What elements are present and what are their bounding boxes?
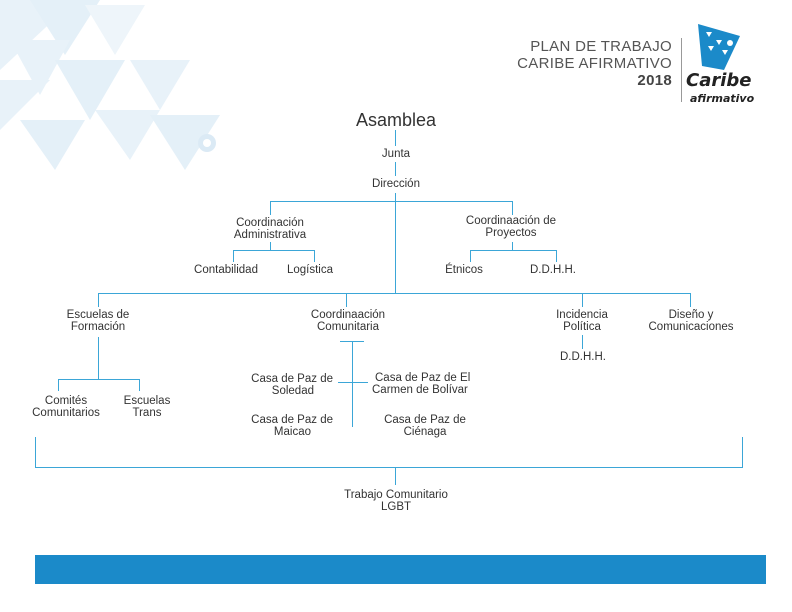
cienaga-line1: Casa de Paz de xyxy=(384,414,466,426)
line-bracket-bottom xyxy=(35,467,743,468)
soledad-line2: Soledad xyxy=(271,385,314,397)
node-comites-comunitarios: Comités Comunitarios xyxy=(32,395,100,419)
line-incidencia-down xyxy=(582,335,583,349)
line-casas-bar xyxy=(338,382,368,383)
carmen-line2: Carmen de Bolívar xyxy=(372,384,468,396)
line-asamblea-junta xyxy=(395,130,396,146)
line-to-coord-proyectos xyxy=(512,201,513,215)
node-logistica: Logística xyxy=(286,264,334,276)
node-contabilidad: Contabilidad xyxy=(194,264,258,276)
line-escuelas-bar xyxy=(58,379,140,380)
node-junta: Junta xyxy=(381,148,411,160)
line-escuelas-down xyxy=(98,337,99,379)
watermark-triangles xyxy=(0,0,220,170)
line-to-comites xyxy=(58,379,59,391)
incidencia-line2: Política xyxy=(563,321,601,333)
line-to-ddhh-1 xyxy=(556,250,557,262)
line-level3-bar xyxy=(98,293,691,294)
line-to-contabilidad xyxy=(233,250,234,262)
line-level2-bar xyxy=(270,201,512,202)
comunitaria-line2: Comunitaria xyxy=(316,321,379,333)
svg-text:Caribe: Caribe xyxy=(686,70,752,91)
line-to-coord-comunitaria xyxy=(346,293,347,307)
incidencia-line1: Incidencia xyxy=(556,309,608,321)
line-to-escuelas xyxy=(98,293,99,307)
node-escuelas-trans: Escuelas Trans xyxy=(124,395,171,419)
header-divider xyxy=(681,38,682,102)
trabajo-line1: Trabajo Comunitario xyxy=(344,489,448,501)
line-bracket-right xyxy=(742,437,743,468)
line-to-etnicos xyxy=(470,250,471,262)
carmen-line1: Casa de Paz de El xyxy=(375,372,471,384)
line-proyectos-down xyxy=(512,242,513,250)
node-casa-maicao: Casa de Paz de Maicao xyxy=(251,414,333,438)
footer-band xyxy=(35,555,766,584)
header-year: 2018 xyxy=(637,72,672,89)
line-to-coord-admin xyxy=(270,201,271,215)
trabajo-line2: LGBT xyxy=(380,501,412,513)
header-line1: PLAN DE TRABAJO xyxy=(530,38,672,55)
cienaga-line2: Ciénaga xyxy=(403,426,447,438)
escuelas-line1: Escuelas de xyxy=(66,309,130,321)
diseno-line1: Diseño y xyxy=(668,309,714,321)
line-to-trans xyxy=(139,379,140,391)
node-asamblea: Asamblea xyxy=(355,110,437,130)
coord-proyectos-line1: Coordinaación de xyxy=(465,215,557,227)
node-trabajo-comunitario: Trabajo Comunitario LGBT xyxy=(344,489,448,513)
node-casa-carmen: Casa de Paz de El Carmen de Bolívar xyxy=(372,372,470,396)
line-to-diseno xyxy=(690,293,691,307)
node-casa-cienaga: Casa de Paz de Ciénaga xyxy=(384,414,466,438)
node-direccion: Dirección xyxy=(372,178,420,190)
escuelas-line2: Formación xyxy=(70,321,126,333)
node-ddhh-proyectos: D.D.H.H. xyxy=(530,264,576,276)
header: PLAN DE TRABAJO CARIBE AFIRMATIVO 2018 xyxy=(517,38,672,89)
comites-line2: Comunitarios xyxy=(32,407,100,419)
trans-line1: Escuelas xyxy=(123,395,171,407)
line-proyectos-bar xyxy=(470,250,557,251)
comites-line1: Comités xyxy=(44,395,88,407)
node-casa-soledad: Casa de Paz de Soledad xyxy=(251,373,333,397)
line-comunitaria-down xyxy=(352,341,353,427)
node-etnicos: Étnicos xyxy=(445,264,483,276)
trans-line2: Trans xyxy=(132,407,162,419)
node-coord-administrativa: Coordinación Administrativa xyxy=(234,217,306,241)
coord-admin-line2: Administrativa xyxy=(233,229,307,241)
diseno-line2: Comunicaciones xyxy=(648,321,734,333)
coord-proyectos-line2: Proyectos xyxy=(485,227,537,239)
coord-admin-line1: Coordinación xyxy=(236,217,304,229)
line-direccion-trunk xyxy=(395,193,396,293)
line-junta-direccion xyxy=(395,162,396,176)
comunitaria-line1: Coordinaación xyxy=(310,309,386,321)
line-to-trabajo xyxy=(395,467,396,485)
header-line2: CARIBE AFIRMATIVO xyxy=(517,55,672,72)
line-to-incidencia xyxy=(582,293,583,307)
line-bracket-left xyxy=(35,437,36,468)
svg-text:afirmativo: afirmativo xyxy=(690,92,755,105)
line-admin-down xyxy=(270,242,271,250)
node-diseno-comunicaciones: Diseño y Comunicaciones xyxy=(648,309,733,333)
node-escuelas-formacion: Escuelas de Formación xyxy=(67,309,130,333)
line-admin-bar xyxy=(233,250,315,251)
soledad-line1: Casa de Paz de xyxy=(251,373,333,385)
node-incidencia-politica: Incidencia Política xyxy=(556,309,608,333)
node-ddhh-incidencia: D.D.H.H. xyxy=(560,351,606,363)
node-coord-proyectos: Coordinaación de Proyectos xyxy=(466,215,556,239)
node-coord-comunitaria: Coordinaación Comunitaria xyxy=(311,309,385,333)
caribe-afirmativo-logo: Caribe afirmativo xyxy=(686,24,755,105)
maicao-line1: Casa de Paz de xyxy=(251,414,333,426)
line-to-logistica xyxy=(314,250,315,262)
maicao-line2: Maicao xyxy=(273,426,311,438)
